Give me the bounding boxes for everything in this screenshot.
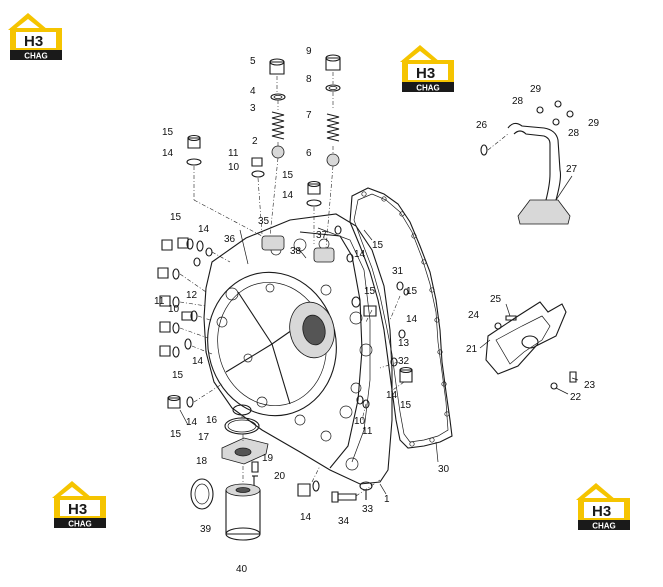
gasket-outline [349, 187, 453, 449]
callout-14: 14 [386, 390, 398, 401]
callout-10: 10 [228, 162, 240, 173]
callout-39: 39 [200, 524, 212, 535]
callout-15: 15 [170, 429, 182, 440]
callout-leaders [179, 175, 579, 495]
callout-32: 32 [398, 356, 410, 367]
logo-mark: H3 [68, 501, 87, 518]
callout-14: 14 [198, 224, 210, 235]
callout-28: 28 [512, 96, 524, 107]
house-roof-logo-icon: H3 CHAG [400, 45, 454, 93]
callout-7: 7 [306, 110, 312, 121]
callout-40: 40 [236, 564, 248, 575]
plug-spring-stack-right [325, 54, 341, 249]
callout-24: 24 [468, 310, 480, 321]
callout-20: 20 [274, 471, 286, 482]
callout-15: 15 [406, 286, 418, 297]
left-side-fittings [157, 237, 231, 409]
callout-30: 30 [438, 464, 450, 475]
logo-brand: CHAG [24, 52, 48, 61]
callout-8: 8 [306, 74, 312, 85]
housing-bosses [216, 238, 373, 471]
callout-2: 2 [252, 136, 258, 147]
house-roof-logo-icon: H3 CHAG [52, 481, 106, 529]
callout-5: 5 [250, 56, 256, 67]
callout-1: 1 [384, 494, 390, 505]
callout-37: 37 [316, 230, 328, 241]
callout-11: 11 [362, 426, 373, 437]
callout-14: 14 [282, 190, 294, 201]
callout-12: 12 [186, 290, 198, 301]
brand-logo-bottom-right: H3 CHAG [574, 480, 634, 530]
house-roof-logo-icon: H3 CHAG [8, 13, 62, 61]
brand-logo-top-left: H3 CHAG [6, 10, 66, 60]
callout-23: 23 [584, 380, 596, 391]
bottom-fittings [297, 465, 381, 503]
plug-11-10 [251, 157, 265, 235]
callout-29: 29 [588, 118, 600, 129]
callout-labels: 5 4 3 2 9 8 7 6 15 14 11 10 15 14 35 38 … [154, 46, 600, 575]
callout-6: 6 [306, 148, 312, 159]
logo-mark: H3 [24, 33, 43, 50]
callout-27: 27 [566, 164, 578, 175]
right-side-fittings [334, 225, 413, 421]
callout-17: 17 [198, 432, 210, 443]
callout-36: 36 [224, 234, 236, 245]
callout-33: 33 [362, 504, 374, 515]
logo-brand: CHAG [416, 84, 440, 93]
callout-21: 21 [466, 344, 478, 355]
callout-14: 14 [406, 314, 418, 325]
callout-15: 15 [372, 240, 384, 251]
dipstick-tube [480, 100, 574, 225]
callout-15: 15 [162, 127, 174, 138]
callout-22: 22 [570, 392, 582, 403]
logo-brand: CHAG [68, 520, 92, 529]
callout-29: 29 [530, 84, 542, 95]
callout-14: 14 [192, 356, 204, 367]
callout-15: 15 [364, 286, 376, 297]
callout-19: 19 [262, 453, 274, 464]
callout-14: 14 [186, 417, 198, 428]
callout-10: 10 [354, 416, 366, 427]
callout-9: 9 [306, 46, 312, 57]
callout-14: 14 [162, 148, 174, 159]
callout-15: 15 [282, 170, 294, 181]
callout-13: 13 [398, 338, 410, 349]
callout-26: 26 [476, 120, 488, 131]
logo-mark: H3 [416, 65, 435, 82]
callout-14: 14 [300, 512, 312, 523]
plug-15-center [306, 180, 322, 244]
callout-18: 18 [196, 456, 208, 467]
bracket-assembly [485, 301, 577, 390]
plug-15-top-left [186, 134, 263, 237]
plug-spring-stack-left [269, 58, 286, 237]
callout-11: 11 [154, 296, 165, 307]
callout-16: 16 [206, 415, 218, 426]
callout-10: 10 [168, 304, 180, 315]
callout-38: 38 [290, 246, 302, 257]
house-roof-logo-icon: H3 CHAG [576, 483, 630, 531]
brand-logo-top-center: H3 CHAG [398, 42, 458, 92]
housing-body [203, 213, 393, 485]
filter-assembly [190, 404, 269, 541]
callout-35: 35 [258, 216, 270, 227]
callout-14: 14 [354, 249, 366, 260]
brand-logo-bottom-left: H3 CHAG [50, 478, 110, 528]
callout-4: 4 [250, 86, 256, 97]
callout-15: 15 [400, 400, 412, 411]
callout-3: 3 [250, 103, 256, 114]
callout-25: 25 [490, 294, 502, 305]
callout-31: 31 [392, 266, 404, 277]
callout-34: 34 [338, 516, 350, 527]
callout-15: 15 [170, 212, 182, 223]
logo-brand: CHAG [592, 522, 616, 531]
gasket-holes [361, 191, 450, 447]
callout-28: 28 [568, 128, 580, 139]
transmission-housing [203, 187, 453, 485]
callout-15: 15 [172, 370, 184, 381]
logo-mark: H3 [592, 503, 611, 520]
callout-11: 11 [228, 148, 239, 159]
